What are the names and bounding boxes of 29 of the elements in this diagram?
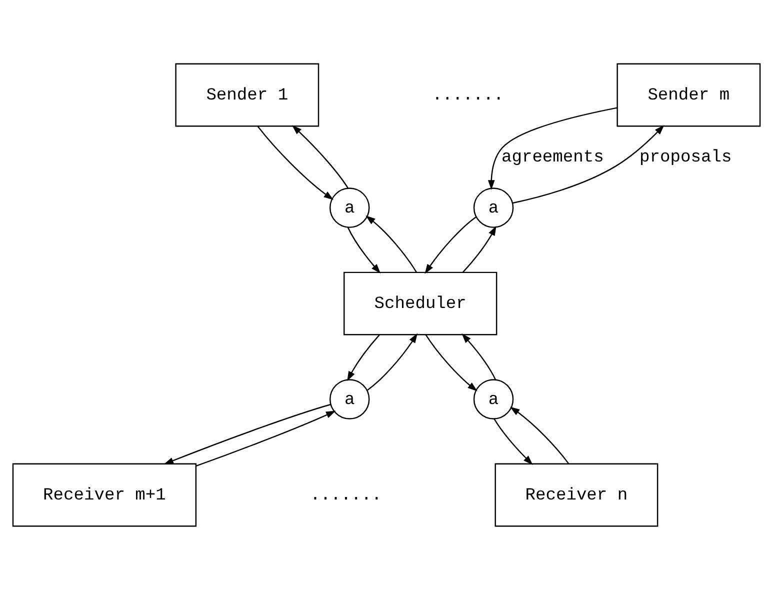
arrow <box>512 125 664 204</box>
arrow <box>164 404 331 464</box>
arrow <box>494 418 533 465</box>
arrow <box>367 333 418 391</box>
node-box: Receiver n <box>494 463 658 527</box>
arrow <box>510 406 570 464</box>
arrow <box>347 227 381 274</box>
arrow <box>366 216 417 272</box>
arrow <box>462 333 496 380</box>
node-box: Sender 1 <box>175 63 320 127</box>
node-box: Scheduler <box>344 272 498 336</box>
arrow <box>425 334 478 392</box>
arrow <box>424 216 476 274</box>
node-circle: a <box>329 188 370 228</box>
node-box: Receiver m+1 <box>12 463 197 527</box>
arrow <box>347 334 380 382</box>
arrow <box>292 125 349 189</box>
node-circle: a <box>329 379 370 420</box>
arrow <box>488 107 618 190</box>
edge-label: agreements <box>501 148 604 168</box>
label: ....... <box>310 486 382 506</box>
label: ....... <box>432 86 504 106</box>
arrow <box>257 126 334 200</box>
arrow <box>462 226 496 273</box>
node-circle: a <box>473 188 514 228</box>
node-circle: a <box>473 379 514 420</box>
arrow <box>196 410 336 467</box>
edge-label: proposals <box>640 148 732 168</box>
node-box: Sender m <box>616 63 761 127</box>
